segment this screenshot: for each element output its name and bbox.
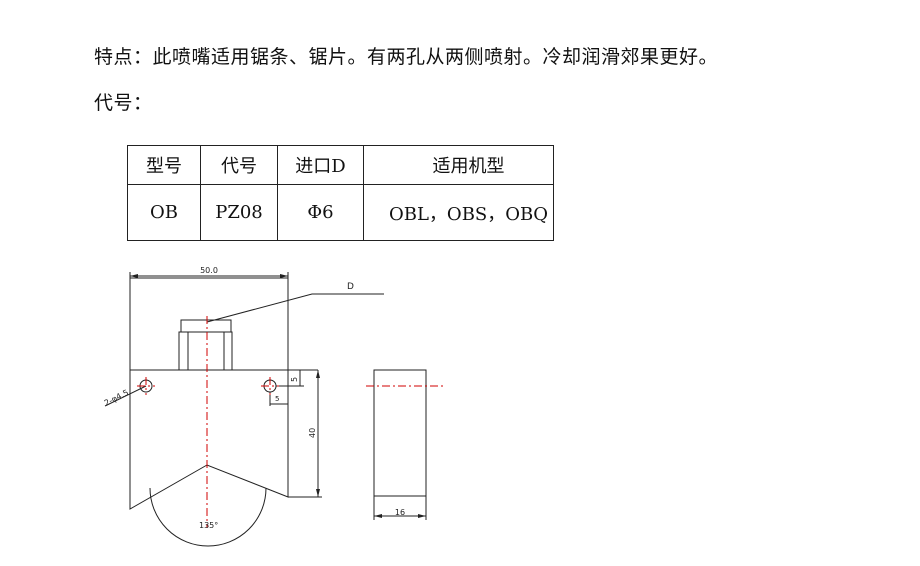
cell-code: PZ08 (200, 184, 278, 241)
front-view-body (129, 370, 289, 510)
dim-offset-h-label: 5 (275, 395, 279, 403)
dim-width-label: 50.0 (200, 266, 218, 275)
fitting-cap (180, 319, 232, 333)
side-view-outline (373, 369, 427, 497)
header-inlet: 进口D (277, 145, 364, 185)
d-label: D (347, 282, 354, 292)
hole-leader (104, 385, 147, 407)
cell-machines: OBL，OBS，OBQ (363, 184, 554, 241)
code-label: 代号： (94, 92, 153, 114)
header-machines: 适用机型 (363, 145, 554, 185)
centerlines (137, 316, 446, 528)
table-header-row: 型号 代号 进口D 适用机型 (127, 145, 554, 185)
dim-angle-label: 135° (199, 521, 218, 530)
spec-table: 型号 代号 进口D 适用机型 OB PZ08 Φ6 OBL，OBS，OBQ (127, 145, 554, 241)
features-text: 特点：此喷嘴适用锯条、锯片。有两孔从两侧喷射。冷却润滑郊果更好。 (94, 46, 719, 68)
table-row: OB PZ08 Φ6 OBL，OBS，OBQ (127, 184, 554, 241)
front-view-outline (129, 277, 289, 371)
dim-offset-v-label: 5 (290, 377, 299, 382)
dim-thickness-label: 16 (395, 508, 405, 517)
saw-blade-arc (149, 487, 267, 547)
dimension-arrows (130, 274, 426, 518)
dim-hole-label: 2-φ4.5 (103, 388, 130, 408)
header-model: 型号 (127, 145, 201, 185)
d-leader (206, 293, 384, 323)
cell-model: OB (127, 184, 201, 241)
dim-height-label: 40 (308, 428, 317, 438)
cell-inlet: Φ6 (277, 184, 364, 241)
